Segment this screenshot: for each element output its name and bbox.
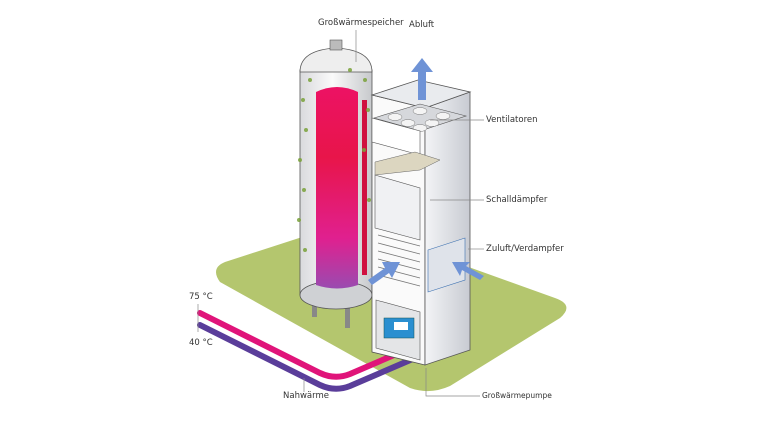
label-heat-pump: Großwärmepumpe	[482, 391, 552, 400]
intake-arrow-right	[452, 262, 484, 280]
evaporator-coils	[377, 234, 421, 287]
label-silencer: Schalldämpfer	[486, 195, 548, 205]
supply-pipe	[197, 310, 418, 380]
exhaust-arrow	[411, 58, 433, 100]
return-pipe	[197, 322, 418, 392]
label-exhaust: Abluft	[409, 20, 435, 30]
heat-pump-tower	[368, 58, 484, 366]
silencer-block	[374, 174, 421, 241]
label-return-temp: 40 °C	[189, 338, 213, 348]
label-evaporator: Zuluft/Verdampfer	[486, 244, 564, 254]
storage-tank	[297, 39, 373, 328]
label-supply-temp: 75 °C	[189, 292, 213, 302]
label-fans: Ventilatoren	[486, 115, 538, 125]
label-storage: Großwärmespeicher	[318, 18, 404, 28]
intake-arrow-left	[368, 262, 400, 285]
label-district-heat: Nahwärme	[283, 391, 329, 401]
